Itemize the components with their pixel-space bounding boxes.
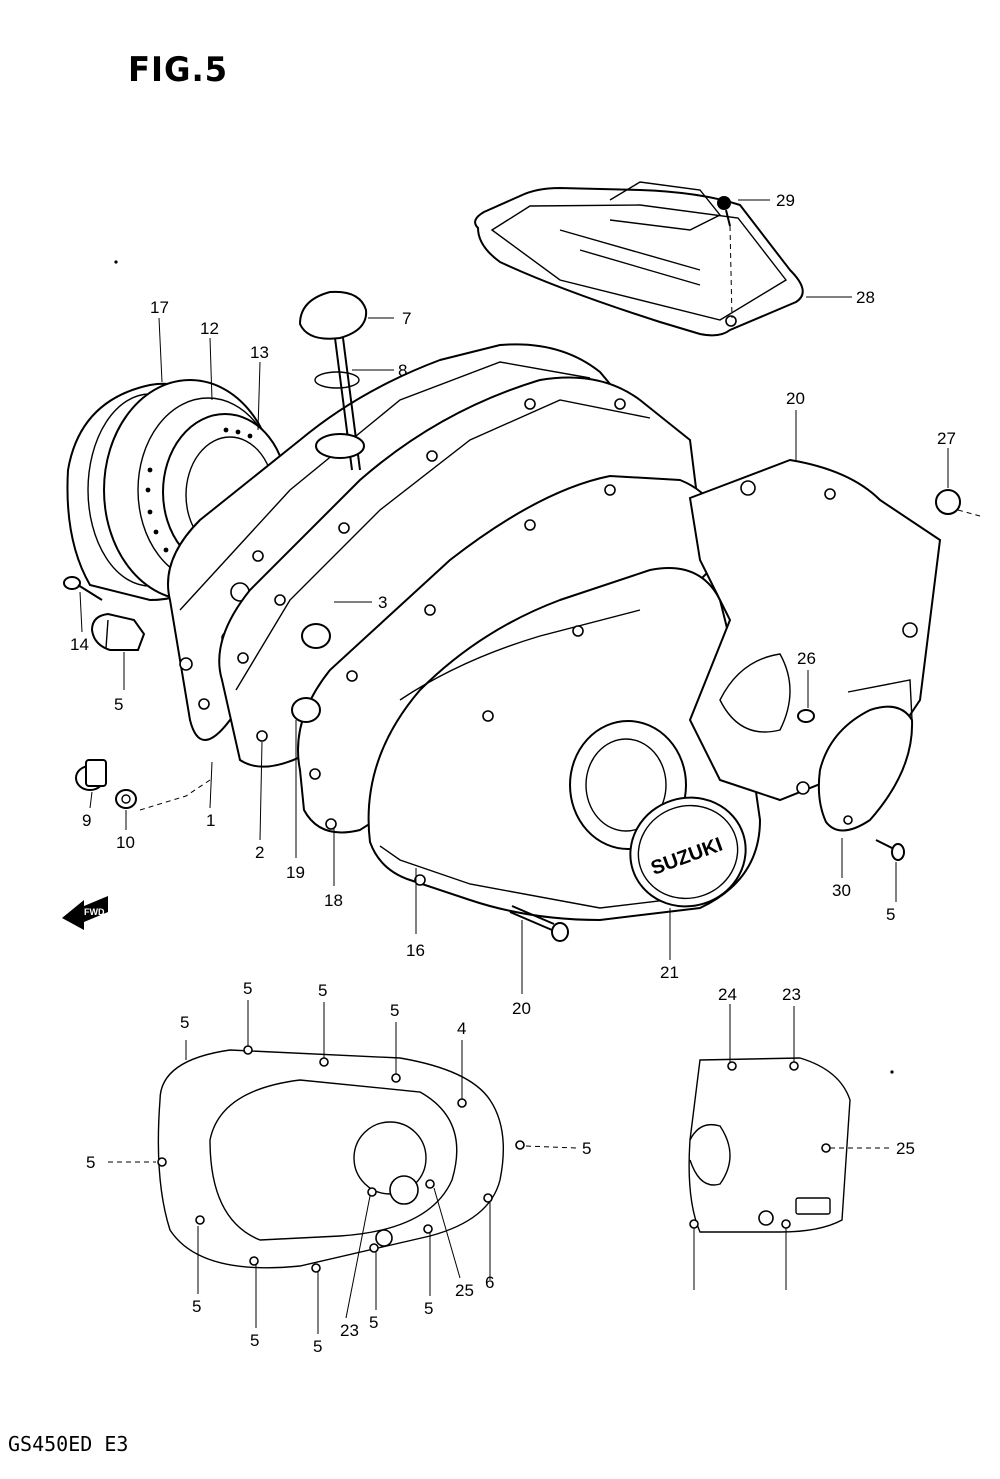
bolt-hole-icon xyxy=(157,1045,525,1273)
callout-18: 20 xyxy=(512,999,531,1018)
callout-19: 21 xyxy=(660,963,679,982)
callout-b5-1: 5 xyxy=(180,1013,189,1032)
bolt-13-icon xyxy=(63,576,103,601)
callout-b5-11: 5 xyxy=(424,1299,433,1318)
callout-26: 28 xyxy=(856,288,875,307)
callout-29: 5 xyxy=(886,905,895,924)
fwd-arrow-icon: FWD xyxy=(62,896,108,930)
callout-15: 16 xyxy=(406,941,425,960)
head-cover-part xyxy=(474,181,804,337)
callout-8: 8 xyxy=(398,361,407,380)
callout-b5-6: 5 xyxy=(86,1153,95,1172)
callout-b5-10: 5 xyxy=(369,1313,378,1332)
callout-10: 10 xyxy=(116,833,135,852)
callout-30: 5 xyxy=(114,695,123,714)
callout-b4-2: 25 xyxy=(455,1281,474,1300)
callout-b5-5: 5 xyxy=(582,1139,591,1158)
callout-20: 20 xyxy=(786,389,805,408)
drain-plug-part xyxy=(75,759,211,811)
callout-22: 27 xyxy=(937,429,956,448)
callout-b5-9: 5 xyxy=(313,1337,322,1356)
screw-21-icon xyxy=(797,709,815,723)
callout-28: 30 xyxy=(832,881,851,900)
callout-b5-2: 5 xyxy=(243,979,252,998)
neutral-switch-part xyxy=(90,612,146,651)
callout-3: 3 xyxy=(378,593,387,612)
callout-1: 1 xyxy=(206,811,215,830)
callout-b5-7: 5 xyxy=(192,1297,201,1316)
suzuki-badge-part: SUZUKI xyxy=(629,796,747,908)
callout-21: 26 xyxy=(797,649,816,668)
callout-r25-top: 23 xyxy=(782,985,801,1004)
clutch-gasket-detail xyxy=(157,1045,525,1273)
callout-b4-1: 23 xyxy=(340,1321,359,1340)
callout-27: 29 xyxy=(776,191,795,210)
callout-7: 7 xyxy=(402,309,411,328)
dowel-pin-icon xyxy=(291,623,331,723)
signal-gasket-detail xyxy=(688,1057,851,1233)
callout-16: 18 xyxy=(324,891,343,910)
callouts: 17 12 13 7 8 3 29 28 20 27 26 30 5 14 5 … xyxy=(70,191,956,1356)
callout-r24: 25 xyxy=(896,1139,915,1158)
oil-filler-cap-part xyxy=(298,290,368,471)
callout-9: 9 xyxy=(82,811,91,830)
callout-b5-3: 5 xyxy=(318,981,327,1000)
callout-b5-4: 5 xyxy=(390,1001,399,1020)
bolt-27-icon xyxy=(717,196,733,319)
callout-11: 12 xyxy=(200,319,219,338)
callout-17: 19 xyxy=(286,863,305,882)
callout-13: 14 xyxy=(70,635,89,654)
callout-b5-12: 6 xyxy=(485,1273,494,1292)
cap-22-icon xyxy=(935,489,981,517)
bolt-18-icon xyxy=(509,905,569,942)
pulser-cover-part xyxy=(796,679,914,832)
screw-29-icon xyxy=(875,839,905,861)
model-code: GS450ED E3 xyxy=(8,1432,129,1456)
callout-14: 17 xyxy=(150,298,169,317)
callout-r23-top: 24 xyxy=(718,985,737,1004)
figure-title: FIG.5 xyxy=(128,50,229,90)
callout-b6: 4 xyxy=(457,1019,466,1038)
callout-b5-8: 5 xyxy=(250,1331,259,1350)
callout-12: 13 xyxy=(250,343,269,362)
leader-lines xyxy=(79,199,949,1334)
fwd-label: FWD xyxy=(84,907,105,917)
callout-2: 2 xyxy=(255,843,264,862)
